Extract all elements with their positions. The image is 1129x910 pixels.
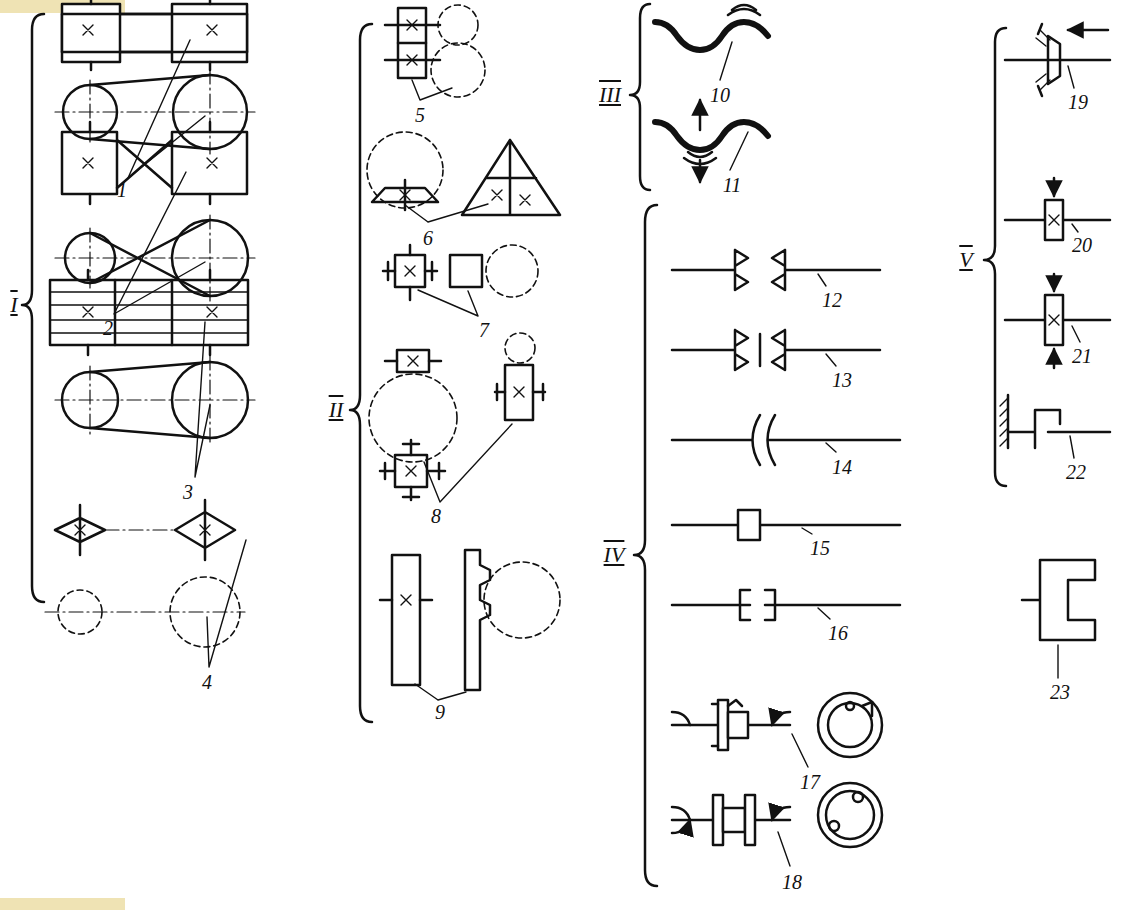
callout-number: 11 bbox=[723, 175, 742, 195]
callout-number: 17 bbox=[800, 772, 820, 792]
group-numeral: I bbox=[10, 294, 17, 316]
callout-number: 10 bbox=[710, 85, 730, 105]
callout-number: 9 bbox=[435, 702, 445, 722]
group-numeral: III bbox=[599, 84, 621, 106]
group-numeral: V bbox=[959, 249, 972, 271]
callout-number: 14 bbox=[832, 457, 852, 477]
callout-number: 5 bbox=[415, 105, 425, 125]
callout-number: 3 bbox=[183, 482, 193, 502]
group-numeral: IV bbox=[604, 544, 625, 566]
callout-number: 12 bbox=[822, 290, 842, 310]
callout-number: 15 bbox=[810, 538, 830, 558]
callout-number: 16 bbox=[828, 623, 848, 643]
group-numeral: II bbox=[329, 399, 344, 421]
callout-number: 18 bbox=[782, 872, 802, 892]
callout-number: 6 bbox=[423, 228, 433, 248]
callout-number: 8 bbox=[431, 506, 441, 526]
callout-number: 19 bbox=[1068, 92, 1088, 112]
callout-number: 2 bbox=[103, 318, 113, 338]
callout-number: 7 bbox=[479, 320, 489, 340]
callout-number: 22 bbox=[1066, 462, 1086, 482]
callout-number: 1 bbox=[117, 180, 127, 200]
callout-number: 13 bbox=[832, 370, 852, 390]
callout-number: 23 bbox=[1050, 682, 1070, 702]
callout-number: 4 bbox=[202, 672, 212, 692]
callout-number: 21 bbox=[1072, 346, 1092, 366]
callout-number: 20 bbox=[1072, 235, 1092, 255]
